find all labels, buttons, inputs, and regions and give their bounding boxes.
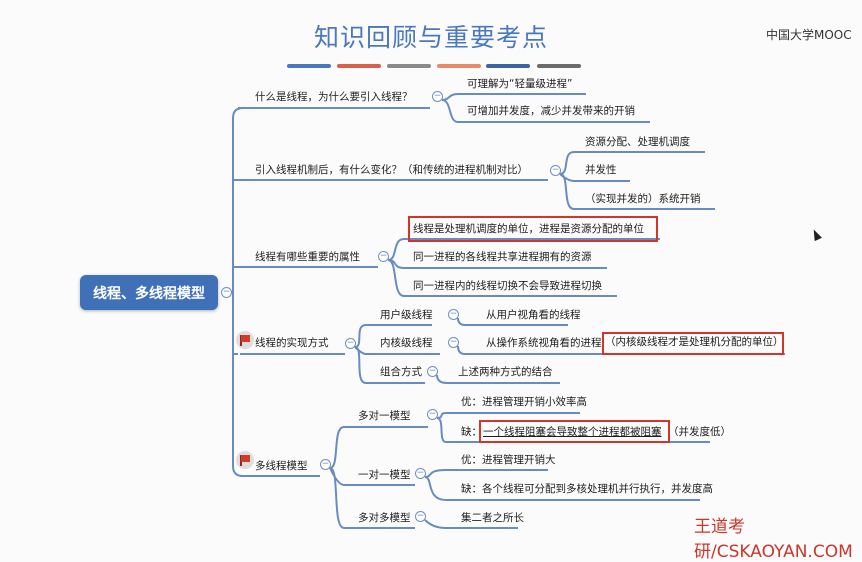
node-increase-concurrency[interactable]: 可增加并发度，减少并发带来的开销 bbox=[467, 105, 635, 117]
collapse-toggle[interactable]: − bbox=[415, 468, 426, 479]
node-m1-con-prefix: 缺： bbox=[461, 426, 482, 438]
node-combined[interactable]: 组合方式 bbox=[380, 366, 422, 378]
collapse-toggle[interactable]: − bbox=[415, 511, 426, 522]
node-kernel-note: （内核级线程才是处理机分配的单位） bbox=[605, 336, 784, 348]
mindmap-connectors bbox=[231, 93, 785, 529]
node-system-overhead[interactable]: （实现并发的）系统开销 bbox=[585, 193, 701, 205]
decor-bar bbox=[437, 64, 481, 68]
decor-bar bbox=[537, 64, 581, 68]
node-lightweight-process[interactable]: 可理解为“轻量级进程” bbox=[467, 78, 573, 90]
collapse-toggle[interactable]: − bbox=[320, 459, 331, 470]
node-m1-con-note: （并发度低） bbox=[668, 426, 731, 438]
node-many-to-many[interactable]: 多对多模型 bbox=[358, 512, 411, 524]
root-label: 线程、多线程模型 bbox=[93, 285, 205, 302]
node-concurrency[interactable]: 并发性 bbox=[585, 164, 617, 176]
watermark: 王道考研/CSKAOYAN.COM bbox=[694, 517, 853, 562]
node-mm-best[interactable]: 集二者之所长 bbox=[461, 512, 524, 524]
node-o1-pro[interactable]: 优：进程管理开销大 bbox=[461, 454, 556, 466]
decor-bar bbox=[486, 64, 530, 68]
node-properties[interactable]: 线程有哪些重要的属性 bbox=[255, 251, 360, 263]
decor-bar bbox=[337, 64, 381, 68]
collapse-toggle[interactable]: − bbox=[378, 251, 389, 262]
collapse-toggle[interactable]: − bbox=[448, 309, 459, 320]
node-o1-con[interactable]: 缺：各个线程可分配到多核处理机并行执行，并发度高 bbox=[461, 483, 713, 495]
node-changes[interactable]: 引入线程机制后，有什么变化？（和传统的进程机制对比） bbox=[255, 164, 528, 176]
node-many-to-one[interactable]: 多对一模型 bbox=[358, 410, 411, 422]
node-share-resources[interactable]: 同一进程的各线程共享进程拥有的资源 bbox=[413, 251, 592, 263]
flag-icon bbox=[236, 331, 254, 349]
node-multithread-models[interactable]: 多线程模型 bbox=[255, 460, 308, 472]
node-implementation[interactable]: 线程的实现方式 bbox=[255, 337, 329, 349]
collapse-toggle[interactable]: − bbox=[427, 409, 438, 420]
root-node[interactable]: 线程、多线程模型 bbox=[80, 275, 218, 310]
node-kernel-level-thread[interactable]: 内核级线程 bbox=[380, 337, 433, 349]
collapse-toggle[interactable]: − bbox=[550, 165, 561, 176]
slide-title: 知识回顾与重要考点 bbox=[313, 23, 548, 52]
collapse-toggle[interactable]: − bbox=[427, 366, 438, 377]
node-no-process-switch[interactable]: 同一进程内的线程切换不会导致进程切换 bbox=[413, 280, 602, 292]
mooc-logo: 中国大学MOOC bbox=[766, 28, 852, 42]
node-resource-scheduling[interactable]: 资源分配、处理机调度 bbox=[585, 136, 690, 148]
collapse-toggle[interactable]: − bbox=[345, 338, 356, 349]
node-user-level-thread[interactable]: 用户级线程 bbox=[380, 309, 433, 321]
node-scheduling-unit[interactable]: 线程是处理机调度的单位，进程是资源分配的单位 bbox=[413, 223, 644, 235]
highlight-box bbox=[408, 216, 658, 242]
node-m1-pro[interactable]: 优：进程管理开销小效率高 bbox=[461, 396, 587, 408]
decor-bar bbox=[387, 64, 431, 68]
node-combination[interactable]: 上述两种方式的结合 bbox=[458, 366, 553, 378]
node-one-to-one[interactable]: 一对一模型 bbox=[358, 469, 411, 481]
flag-icon bbox=[236, 451, 254, 469]
node-user-view[interactable]: 从用户视角看的线程 bbox=[486, 309, 581, 321]
highlight-box bbox=[602, 332, 784, 355]
node-m1-con[interactable]: 一个线程阻塞会导致整个进程都被阻塞 bbox=[483, 426, 662, 438]
highlight-box bbox=[479, 420, 670, 443]
collapse-toggle[interactable]: − bbox=[221, 287, 232, 298]
node-what-is-thread[interactable]: 什么是线程，为什么要引入线程？ bbox=[255, 91, 413, 103]
decor-bar bbox=[287, 64, 331, 68]
collapse-toggle[interactable]: − bbox=[432, 91, 443, 102]
node-os-view[interactable]: 从操作系统视角看的进程 bbox=[486, 337, 602, 349]
collapse-toggle[interactable]: − bbox=[448, 337, 459, 348]
